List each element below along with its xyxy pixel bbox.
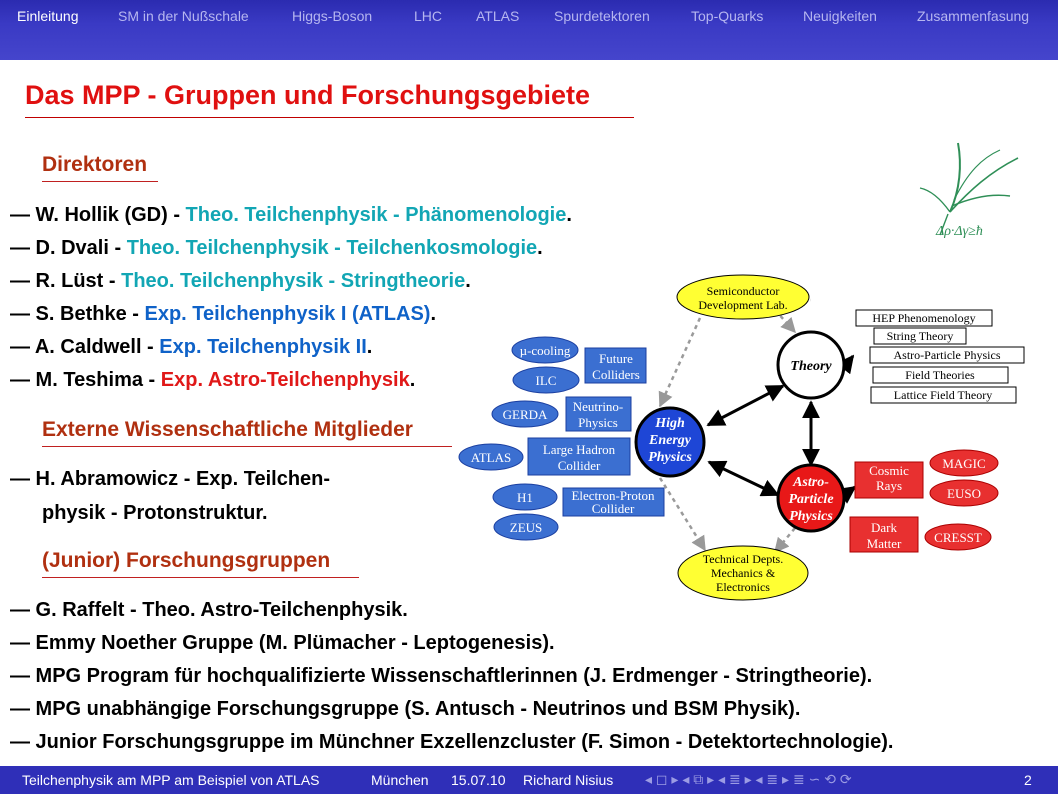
nav-item-lhc[interactable]: LHC [414,8,443,24]
mpp-logo-icon: Δρ·Δγ≥ħ [919,142,1019,239]
mucooling-node [511,336,579,364]
svg-text:Rays: Rays [876,478,902,493]
semiconductor-lab-node [676,274,810,320]
svg-text:ATLAS: ATLAS [471,450,511,465]
external-heading-underline [42,446,452,447]
director-line-hollik: — W. Hollik (GD) - Theo. Teilchenphysik … [10,204,572,226]
svg-text:Astro-: Astro- [792,475,829,490]
svg-text:Matter: Matter [867,536,902,551]
theory-box-field-theories: Field Theories [905,368,975,382]
top-navigation-bar: Einleitung SM in der Nußschale Higgs-Bos… [0,0,1058,60]
svg-text:Energy: Energy [648,433,692,448]
cresst-node [924,523,992,551]
nav-item-zusammenfasung[interactable]: Zusammenfasung [917,8,1030,24]
svg-text:Colliders: Colliders [592,367,640,382]
mpp-organisation-diagram: Δρ·Δγ≥ħ Semiconductor Development Lab. T… [458,142,1025,601]
director-line-luest: — R. Lüst - Theo. Teilchenphysik - Strin… [10,270,471,292]
footer-city: München [371,772,429,788]
title-underline [25,117,634,118]
svg-text:ILC: ILC [536,373,557,388]
director-line-caldwell: — A. Caldwell - Exp. Teilchenphysik II. [10,336,373,358]
cosmic-rays-box [854,461,924,499]
nav-item-spurdetektoren[interactable]: Spurdetektoren [554,8,650,24]
theory-box-hep-phenomenology: HEP Phenomenology [872,311,975,325]
svg-text:Semiconductor: Semiconductor [707,284,780,298]
directors-heading-underline [42,181,158,182]
svg-text:Collider: Collider [592,501,635,516]
svg-text:Dark: Dark [871,520,897,535]
footer-date: 15.07.10 [451,772,506,788]
svg-text:EUSO: EUSO [947,486,981,501]
director-line-bethke: — S. Bethke - Exp. Teilchenphysik I (ATL… [10,303,437,325]
electron-proton-collider-box [562,487,665,517]
svg-text:ZEUS: ZEUS [510,520,543,535]
svg-text:Physics: Physics [648,450,692,465]
svg-text:H1: H1 [517,490,533,505]
svg-text:Cosmic: Cosmic [869,463,909,478]
svg-text:Physics: Physics [789,509,833,524]
svg-text:CRESST: CRESST [934,530,982,545]
dark-matter-box [849,516,919,553]
atlas-node [458,443,524,471]
technical-depts-node [677,545,809,601]
footer-bar: Teilchenphysik am MPP am Beispiel von AT… [0,766,1058,794]
svg-text:GERDA: GERDA [503,407,548,422]
svg-text:Large Hadron: Large Hadron [543,442,616,457]
nav-item-top-quarks[interactable]: Top-Quarks [691,8,764,24]
euso-node [929,479,999,507]
junior-group-line-mpg-program: — MPG Program für hochqualifizierte Wiss… [10,665,873,687]
future-colliders-box [584,347,647,384]
magic-node [929,449,999,477]
footer-talk-title: Teilchenphysik am MPP am Beispiel von AT… [22,772,320,788]
junior-group-line-mpg-independent: — MPG unabhängige Forschungsgruppe (S. A… [10,698,801,720]
theory-node [776,330,846,400]
svg-text:Theory: Theory [790,359,832,374]
slide-title: Das MPP - Gruppen und Forschungsgebiete [25,80,591,110]
page-number: 2 [1024,772,1032,788]
theory-box-string-theory: String Theory [887,329,954,343]
beamer-navigation-icons[interactable]: ◂ ◻ ▸ ◂ ⧉ ▸ ◂ ≣ ▸ ◂ ≣ ▸ ≣ ∽ ⟲ ⟳ [645,771,852,787]
svg-text:Neutrino-: Neutrino- [573,399,624,414]
svg-text:Collider: Collider [558,458,601,473]
junior-group-line-noether: — Emmy Noether Gruppe (M. Plümacher - Le… [10,632,555,654]
svg-text:Particle: Particle [788,492,833,507]
director-line-teshima: — M. Teshima - Exp. Astro-Teilchenphysik… [10,369,416,391]
svg-text:High: High [654,416,685,431]
astro-particle-node [776,463,846,533]
external-member-line-1: — H. Abramowicz - Exp. Teilchen- [10,468,331,490]
hep-node [634,406,706,478]
directors-heading: Direktoren [42,153,148,176]
zeus-node [493,513,559,541]
theory-box-astro-particle: Astro-Particle Physics [894,348,1001,362]
svg-text:Physics: Physics [578,415,618,430]
junior-group-line-raffelt: — G. Raffelt - Theo. Astro-Teilchenphysi… [10,599,408,621]
svg-text:Electron-Proton: Electron-Proton [571,488,655,503]
neutrino-physics-box [565,396,632,432]
external-member-line-2: physik - Protonstruktur. [42,502,268,524]
nav-item-higgs[interactable]: Higgs-Boson [292,8,373,24]
svg-text:Electronics: Electronics [716,580,770,594]
svg-text:MAGIC: MAGIC [942,456,985,471]
nav-item-atlas[interactable]: ATLAS [476,8,520,24]
external-members-heading: Externe Wissenschaftliche Mitglieder [42,418,413,441]
theory-box-lattice: Lattice Field Theory [894,388,992,402]
svg-text:µ-cooling: µ-cooling [520,343,571,358]
logo-formula: Δρ·Δγ≥ħ [935,224,983,239]
nav-item-sm[interactable]: SM in der Nußschale [118,8,249,24]
nav-item-neuigkeiten[interactable]: Neuigkeiten [803,8,877,24]
svg-text:Future: Future [599,351,633,366]
gerda-node [491,400,559,428]
footer-author: Richard Nisius [523,772,614,788]
junior-groups-heading: (Junior) Forschungsgruppen [42,549,331,572]
junior-group-line-excellence: — Junior Forschungsgruppe im Münchner Ex… [10,731,894,753]
svg-text:Technical Depts.: Technical Depts. [703,552,783,566]
director-line-dvali: — D. Dvali - Theo. Teilchenphysik - Teil… [10,237,543,259]
svg-text:Development Lab.: Development Lab. [698,298,787,312]
junior-heading-underline [42,577,359,578]
ilc-node [512,366,580,394]
h1-node [492,483,558,511]
large-hadron-collider-box [527,437,631,476]
nav-item-einleitung[interactable]: Einleitung [17,8,79,24]
svg-text:Mechanics &: Mechanics & [711,566,776,580]
